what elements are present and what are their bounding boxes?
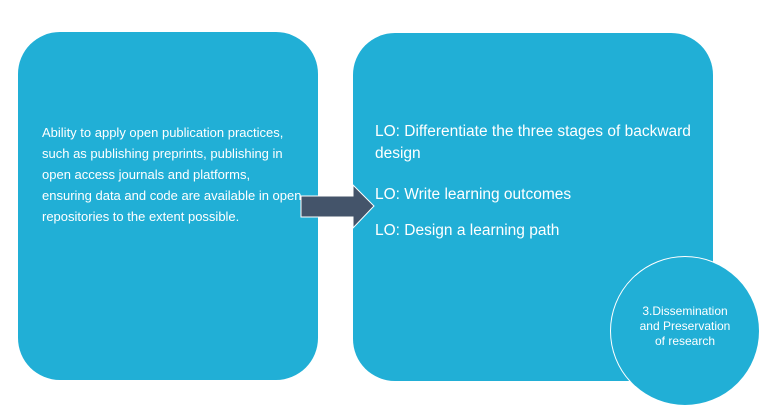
learning-outcome: LO: Differentiate the three stages of ba… [375,123,691,162]
learning-outcome: LO: Write learning outcomes [375,186,572,203]
competence-text: Ability to apply open publication practi… [42,125,302,224]
stage-circle: 3.Dissemination and Preservation of rese… [610,256,760,406]
competence-box: Ability to apply open publication practi… [18,32,318,380]
learning-outcome: LO: Design a learning path [375,222,560,239]
learning-outcomes-box: LO: Differentiate the three stages of ba… [353,33,713,381]
arrow-right-icon [300,183,375,230]
stage-label: 3.Dissemination and Preservation of rese… [639,303,731,348]
